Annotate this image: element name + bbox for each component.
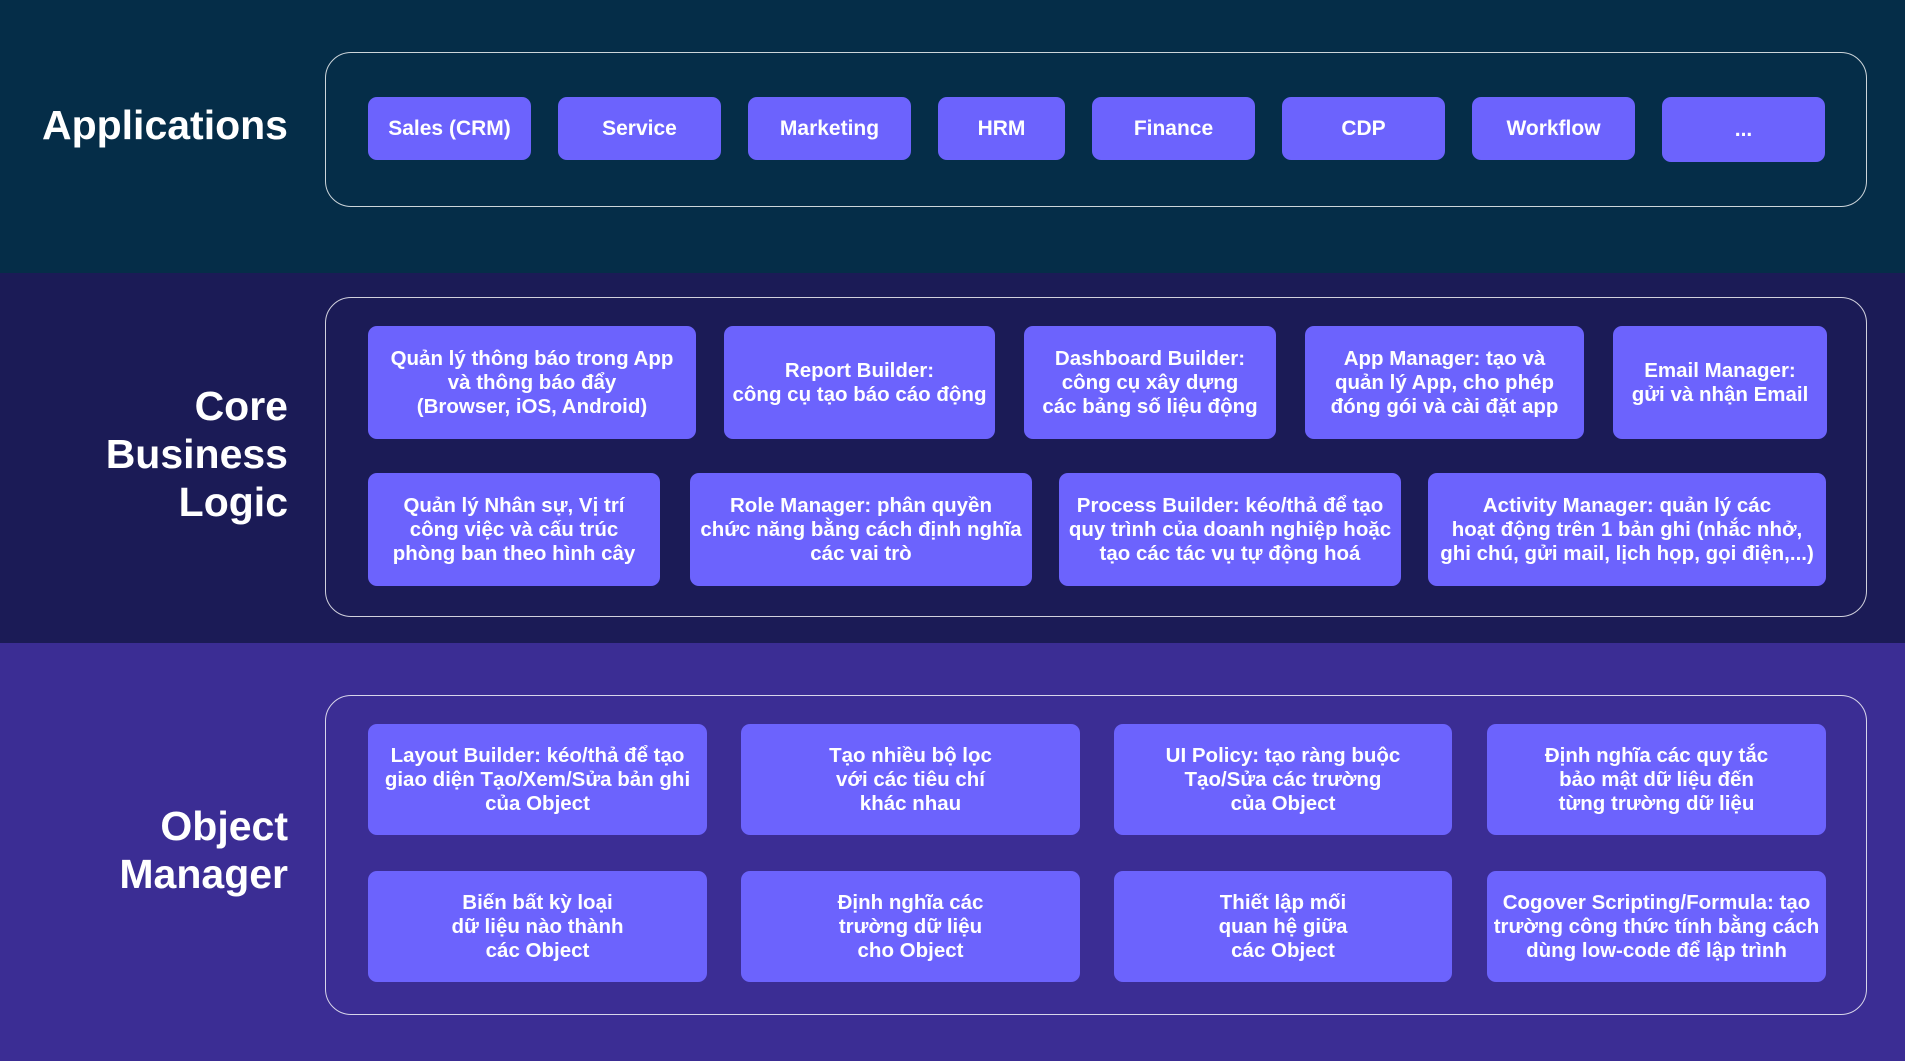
object-filters[interactable]: Tạo nhiều bộ lọc với các tiêu chí khác n… xyxy=(741,724,1080,835)
core-report-builder[interactable]: Report Builder: công cụ tạo báo cáo động xyxy=(724,326,995,439)
core-business-logic-title: Core Business Logic xyxy=(105,383,288,525)
core-dashboard-builder[interactable]: Dashboard Builder: công cụ xây dựng các … xyxy=(1024,326,1276,439)
app-sales-crm[interactable]: Sales (CRM) xyxy=(368,97,531,160)
core-notification-manager[interactable]: Quản lý thông báo trong App và thông báo… xyxy=(368,326,696,439)
applications-frame xyxy=(325,52,1867,207)
core-activity-manager[interactable]: Activity Manager: quản lý các hoạt động … xyxy=(1428,473,1826,586)
app-workflow[interactable]: Workflow xyxy=(1472,97,1635,160)
app-marketing[interactable]: Marketing xyxy=(748,97,911,160)
object-field-definition[interactable]: Định nghĩa các trường dữ liệu cho Object xyxy=(741,871,1080,982)
app-service[interactable]: Service xyxy=(558,97,721,160)
app-cdp[interactable]: CDP xyxy=(1282,97,1445,160)
object-scripting-formula[interactable]: Cogover Scripting/Formula: tạo trường cô… xyxy=(1487,871,1826,982)
object-manager-layer xyxy=(0,643,1905,1061)
core-process-builder[interactable]: Process Builder: kéo/thả để tạo quy trìn… xyxy=(1059,473,1401,586)
core-app-manager[interactable]: App Manager: tạo và quản lý App, cho phé… xyxy=(1305,326,1584,439)
object-layout-builder[interactable]: Layout Builder: kéo/thả để tạo giao diện… xyxy=(368,724,707,835)
core-email-manager[interactable]: Email Manager: gửi và nhận Email xyxy=(1613,326,1827,439)
app-more[interactable]: ... xyxy=(1662,97,1825,162)
object-field-security[interactable]: Định nghĩa các quy tắc bảo mật dữ liệu đ… xyxy=(1487,724,1826,835)
app-finance[interactable]: Finance xyxy=(1092,97,1255,160)
object-data-to-object[interactable]: Biến bất kỳ loại dữ liệu nào thành các O… xyxy=(368,871,707,982)
app-hrm[interactable]: HRM xyxy=(938,97,1065,160)
core-hr-manager[interactable]: Quản lý Nhân sự, Vị trí công việc và cấu… xyxy=(368,473,660,586)
object-manager-title: Object Manager xyxy=(119,803,288,897)
object-frame xyxy=(325,695,1867,1015)
object-relationships[interactable]: Thiết lập mối quan hệ giữa các Object xyxy=(1114,871,1452,982)
applications-title: Applications xyxy=(41,102,288,148)
core-frame xyxy=(325,297,1867,617)
object-ui-policy[interactable]: UI Policy: tạo ràng buộc Tạo/Sửa các trư… xyxy=(1114,724,1452,835)
core-role-manager[interactable]: Role Manager: phân quyền chức năng bằng … xyxy=(690,473,1032,586)
